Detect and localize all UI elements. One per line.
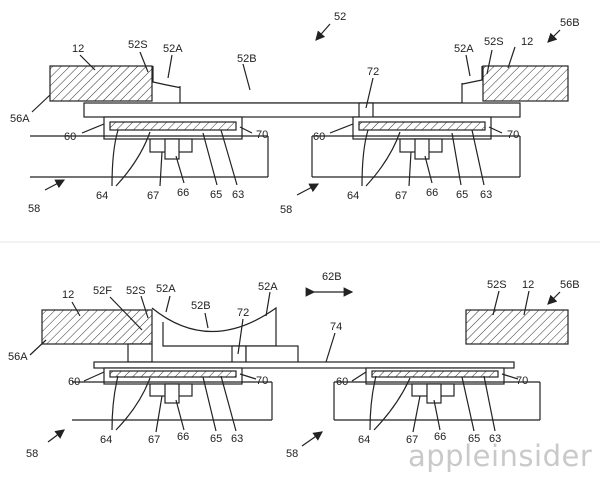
top-labels: 52 12 52S 52A 52B 72 52A 52S 12 56B 56A … bbox=[10, 11, 580, 216]
top-label-leads-right: 64 bbox=[347, 190, 359, 202]
bottom-label-layer-left: 65 bbox=[210, 433, 222, 445]
top-label-side-right: 52S bbox=[484, 36, 504, 48]
bottom-label-leads-right: 64 bbox=[358, 434, 370, 446]
top-label-pad-left: 66 bbox=[177, 187, 189, 199]
top-label-dome-left: 70 bbox=[256, 129, 268, 141]
bottom-label-layer-right: 65 bbox=[468, 433, 480, 445]
bottom-label-side-left: 52S bbox=[126, 285, 146, 297]
top-label-stem: 72 bbox=[367, 66, 379, 78]
bottom-label-dome-right: 70 bbox=[516, 375, 528, 387]
bottom-label-dome-left: 70 bbox=[256, 375, 268, 387]
bottom-label-plate-right: 12 bbox=[522, 279, 534, 291]
top-label-layer-left: 65 bbox=[210, 189, 222, 201]
bottom-label-button: 52B bbox=[191, 300, 211, 312]
top-label-flex-right: 58 bbox=[280, 204, 292, 216]
top-label-flex-left: 58 bbox=[28, 203, 40, 215]
bottom-label-slider: 74 bbox=[330, 321, 342, 333]
top-label-base-left: 63 bbox=[232, 189, 244, 201]
bottom-label-contact-right: 67 bbox=[406, 434, 418, 446]
top-label-base-right: 63 bbox=[480, 189, 492, 201]
bottom-slider-plate bbox=[93, 361, 515, 369]
watermark-logo: appleinsider bbox=[408, 439, 592, 473]
top-label-leads-left: 64 bbox=[96, 190, 108, 202]
bottom-label-region-right: 56B bbox=[560, 279, 580, 291]
top-plate-right bbox=[482, 65, 569, 102]
bottom-label-base-right: 63 bbox=[489, 433, 501, 445]
bottom-labels: 12 52F 52S 52A 52B 52A 62B 72 74 52S 12 … bbox=[8, 271, 580, 460]
top-label-pad-right: 66 bbox=[426, 187, 438, 199]
bottom-label-edge-left: 52A bbox=[156, 283, 176, 295]
bottom-label-region-left: 56A bbox=[8, 351, 28, 363]
bottom-label-edge-right: 52A bbox=[258, 281, 278, 293]
top-carrier-plate bbox=[83, 102, 521, 118]
top-label-contact-right: 67 bbox=[395, 190, 407, 202]
top-label-region-left: 56A bbox=[10, 113, 30, 125]
top-label-assembly: 52 bbox=[334, 11, 346, 23]
bottom-label-pad-left: 66 bbox=[177, 431, 189, 443]
bottom-label-base-left: 63 bbox=[231, 433, 243, 445]
top-label-plate-left: 12 bbox=[72, 43, 84, 55]
bottom-label-contact-left: 67 bbox=[148, 434, 160, 446]
bottom-label-motion: 62B bbox=[322, 271, 342, 283]
top-label-layer-right: 65 bbox=[456, 189, 468, 201]
bottom-label-bracket-right: 60 bbox=[336, 376, 348, 388]
bottom-label-flange: 52F bbox=[93, 285, 112, 297]
top-plate-left bbox=[49, 65, 153, 102]
top-label-contact-left: 67 bbox=[147, 190, 159, 202]
top-label-side-left: 52S bbox=[128, 39, 148, 51]
top-label-edge-left: 52A bbox=[163, 43, 183, 55]
bottom-label-stem: 72 bbox=[237, 307, 249, 319]
bottom-plate-right bbox=[465, 309, 569, 345]
top-label-bracket-right: 60 bbox=[313, 131, 325, 143]
top-label-dome-right: 70 bbox=[507, 129, 519, 141]
top-label-button: 52B bbox=[237, 53, 257, 65]
top-label-edge-right: 52A bbox=[454, 43, 474, 55]
bottom-figure bbox=[29, 287, 569, 447]
bottom-label-pad-right: 66 bbox=[434, 431, 446, 443]
bottom-label-flex-left: 58 bbox=[26, 448, 38, 460]
bottom-plate-left bbox=[41, 309, 153, 345]
top-label-region-right: 56B bbox=[560, 17, 580, 29]
top-label-plate-right: 12 bbox=[521, 36, 533, 48]
top-figure bbox=[30, 23, 569, 196]
bottom-label-plate-left: 12 bbox=[62, 289, 74, 301]
bottom-label-leads-left: 64 bbox=[100, 434, 112, 446]
bottom-label-flex-right: 58 bbox=[286, 448, 298, 460]
bottom-label-bracket-left: 60 bbox=[68, 376, 80, 388]
top-label-bracket-left: 60 bbox=[64, 131, 76, 143]
bottom-button-cap bbox=[151, 306, 277, 347]
bottom-label-side-right: 52S bbox=[487, 279, 507, 291]
